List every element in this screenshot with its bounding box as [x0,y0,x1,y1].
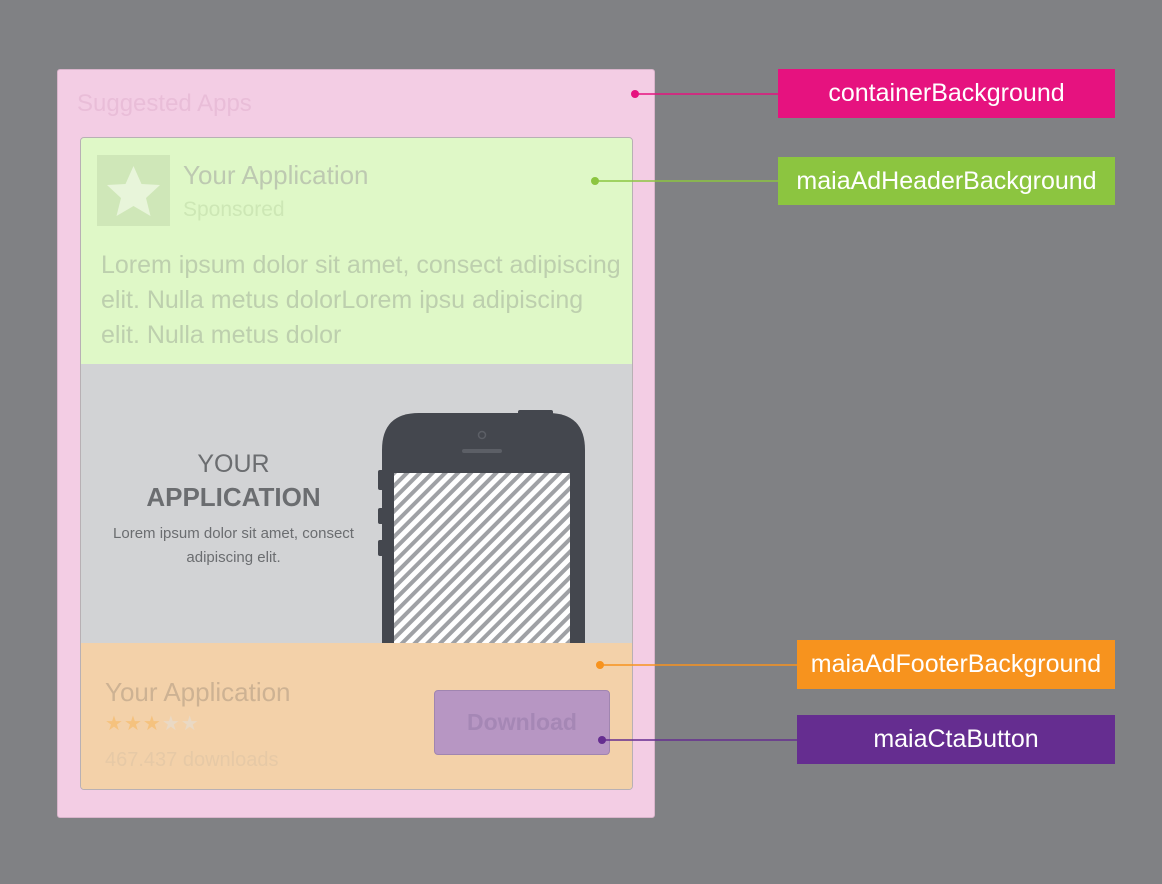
star-empty-icon: ★ [161,713,181,735]
ad-header: Your Application Sponsored Lorem ipsum d… [81,138,632,364]
sponsored-label: Sponsored [183,198,285,221]
download-count: 467.437 downloads [105,749,279,771]
rating-stars: ★★★★★ [105,711,200,736]
download-button[interactable]: Download [434,690,610,755]
leader-dot-container [631,90,639,98]
ad-image[interactable]: YOUR APPLICATION Lorem ipsum dolor sit a… [81,364,632,643]
label-container-background: containerBackground [778,69,1115,118]
header-app-name: Your Application [183,160,369,190]
star-filled-icon: ★ [123,713,143,735]
phone-illustration [378,410,585,643]
promo-description: Lorem ipsum dolor sit amet, consect adip… [113,525,354,566]
ad-footer: Your Application ★★★★★ 467.437 downloads… [81,643,632,789]
star-filled-icon: ★ [105,713,124,735]
star-icon [97,155,170,226]
promo-line-1: YOUR [197,450,270,478]
label-ad-footer-background: maiaAdFooterBackground [797,640,1115,689]
ad-card[interactable]: Your Application Sponsored Lorem ipsum d… [80,137,633,790]
leader-dot-footer [596,661,604,669]
container-title: Suggested Apps [77,90,252,117]
leader-dot-cta [598,736,606,744]
label-cta-button: maiaCtaButton [797,715,1115,764]
footer-app-name: Your Application [105,677,291,707]
star-empty-icon: ★ [180,713,200,735]
leader-dot-header [591,177,599,185]
ad-body-text: Lorem ipsum dolor sit amet, consect adip… [101,251,621,349]
promo-line-2: APPLICATION [146,482,321,512]
star-filled-icon: ★ [142,713,162,735]
label-ad-header-background: maiaAdHeaderBackground [778,157,1115,205]
